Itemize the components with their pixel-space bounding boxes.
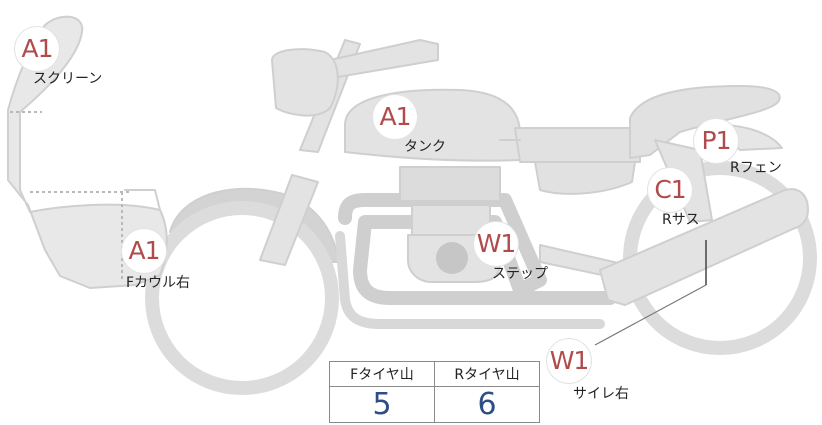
tire-tread-table: Fタイヤ山 Rタイヤ山 5 6: [329, 361, 540, 423]
front-cowl-inner: [124, 189, 161, 211]
tank-code-badge: A1: [373, 95, 417, 139]
rear-fender-code-badge: P1: [694, 119, 738, 163]
rear-suspension-code-badge: C1: [648, 168, 692, 212]
muffler: [599, 188, 809, 306]
rear-tire-tread-header: Rタイヤ山: [434, 361, 540, 387]
rear-fender-label: Rフェン: [730, 160, 782, 176]
engine-cover: [436, 242, 468, 274]
front-cowl-right-label: Fカウル右: [126, 275, 191, 291]
front-tire-tread-value: 5: [329, 386, 435, 423]
muffler-leader-line: [594, 284, 707, 346]
muffler-right-label: サイレ右: [573, 386, 629, 402]
side-cover: [534, 161, 636, 195]
step-code-badge: W1: [474, 222, 518, 266]
frame-lower: [335, 231, 605, 329]
step-label: ステップ: [492, 266, 548, 282]
tank-label: タンク: [404, 139, 446, 155]
screen-label: スクリーン: [33, 71, 103, 87]
front-fork: [259, 174, 319, 266]
rear-suspension-label: Rサス: [662, 212, 700, 228]
engine-cylinder: [399, 166, 501, 202]
front-wheel: [145, 201, 339, 395]
headlight: [271, 48, 339, 117]
screen-code-badge: A1: [15, 27, 59, 71]
rear-tire-tread-value: 6: [434, 386, 540, 423]
muffler-right-code-badge: W1: [547, 339, 591, 383]
front-cowl-right-code-badge: A1: [122, 229, 166, 273]
seat: [514, 127, 641, 163]
front-tire-tread-header: Fタイヤ山: [329, 361, 435, 387]
